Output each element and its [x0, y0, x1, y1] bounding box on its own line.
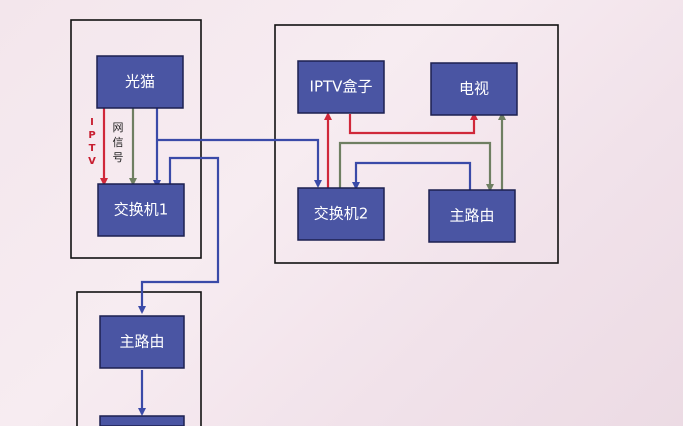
wire-blue-switch1-switch2	[157, 138, 322, 188]
node-tv: 电视	[430, 62, 518, 116]
label-net-signal-text: 网信号	[113, 121, 124, 164]
wire-blue-switch1-router-bottom	[138, 156, 220, 314]
node-modem: 光猫	[96, 55, 184, 109]
node-main-router-bottom: 主路由	[99, 315, 185, 369]
wire-gray-switch2-router	[338, 141, 494, 192]
node-switch1: 交换机1	[97, 183, 185, 237]
node-switch1-label: 交换机1	[114, 201, 169, 219]
node-switch2: 交换机2	[297, 187, 385, 241]
node-tv-label: 电视	[459, 80, 489, 98]
group-box-left-bottom	[76, 291, 202, 426]
node-main-router-right-label: 主路由	[449, 207, 494, 225]
node-modem-label: 光猫	[125, 73, 155, 91]
node-iptv-box-label: IPTV盒子	[310, 78, 373, 96]
node-main-router-bottom-label: 主路由	[119, 333, 164, 351]
node-switch2-label: 交换机2	[314, 205, 369, 223]
wire-red-iptv-tv	[348, 112, 478, 135]
node-iptv-box: IPTV盒子	[297, 60, 385, 114]
label-net-signal: 网信号	[113, 121, 124, 164]
group-box-right	[274, 24, 559, 264]
node-bottom-partial	[99, 415, 185, 426]
node-main-router-right: 主路由	[428, 189, 516, 243]
wire-blue-router-switch2	[352, 161, 472, 190]
